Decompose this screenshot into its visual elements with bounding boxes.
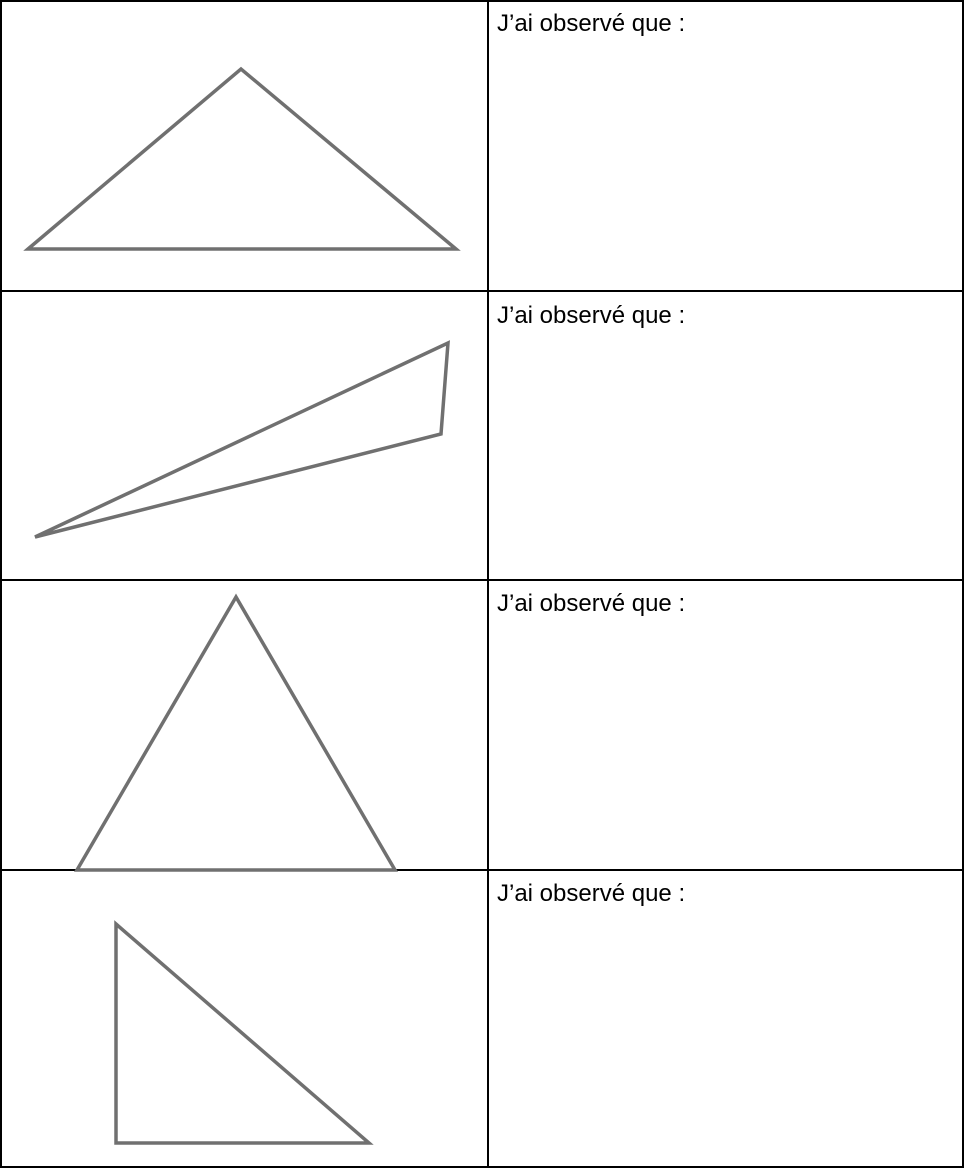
isosceles-triangle-icon (73, 593, 399, 872)
right-triangle-icon (114, 920, 374, 1145)
observation-label: J’ai observé que : (497, 10, 686, 37)
scalene-triangle-icon (34, 340, 450, 539)
observation-label: J’ai observé que : (497, 880, 686, 907)
observation-label: J’ai observé que : (497, 302, 686, 329)
obtuse-triangle-icon (23, 66, 461, 251)
observation-label: J’ai observé que : (497, 590, 686, 617)
